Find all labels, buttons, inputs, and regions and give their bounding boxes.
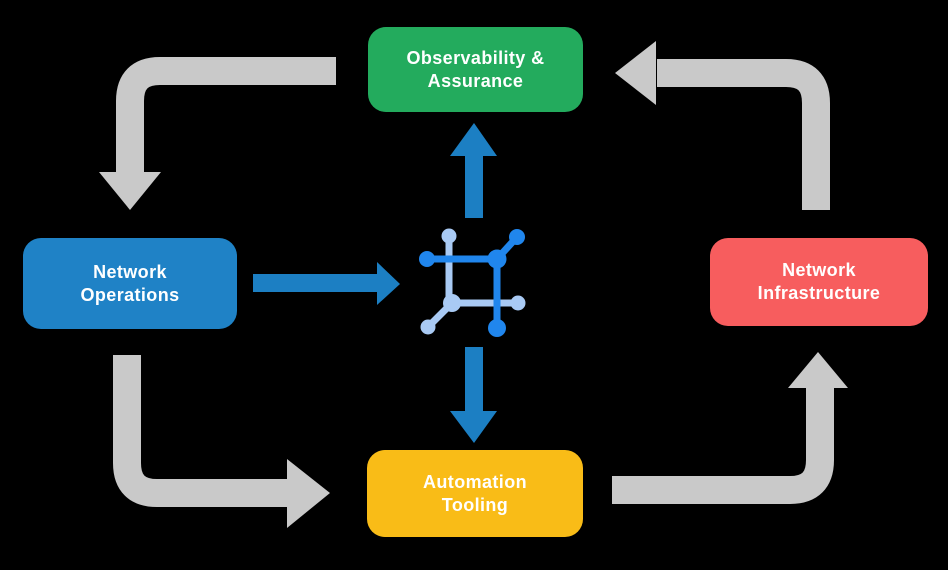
node-label-line: Infrastructure	[757, 283, 881, 303]
arrow-center-to-observability	[450, 123, 497, 218]
node-network-operations: Network Operations	[23, 238, 237, 329]
node-label-line: Tooling	[441, 494, 509, 515]
arrowhead-up-icon	[788, 352, 848, 388]
blue-arrows	[253, 123, 497, 443]
node-label-line: Observability &	[406, 47, 545, 68]
node-label-line: Network	[782, 260, 856, 280]
arrowhead-right-icon	[377, 262, 400, 305]
icon-light-fill	[420, 228, 526, 335]
cycle-arrows-fill	[99, 41, 848, 528]
node-label-line: Network	[93, 261, 167, 282]
node-label-line: Assurance	[427, 70, 524, 91]
arrow-infrastructure-to-observability	[615, 41, 830, 210]
arrowhead-left-icon	[615, 41, 656, 105]
node-label-line: Automation	[423, 471, 527, 492]
node-network-infrastructure: Network Infrastructure	[710, 238, 928, 326]
icon-light-part	[420, 228, 526, 335]
arrow-operations-to-center	[253, 262, 400, 305]
arrowhead-up-icon	[450, 123, 497, 156]
node-automation-tooling: Automation Tooling	[367, 450, 583, 537]
arrowhead-down-icon	[99, 172, 161, 210]
node-label-line: Operations	[80, 284, 180, 305]
icon-dark-part	[419, 229, 525, 337]
node-observability-assurance: Observability & Assurance	[368, 27, 583, 112]
arrowhead-down-icon	[450, 411, 497, 443]
arrow-observability-to-operations	[99, 57, 336, 210]
icon-dark-fill	[419, 229, 525, 337]
gray-cycle-arrows	[99, 41, 848, 528]
arrow-operations-to-automation	[113, 355, 330, 528]
arrow-center-to-automation	[450, 347, 497, 443]
arrow-automation-to-infrastructure	[612, 352, 848, 504]
network-fabric-icon	[419, 228, 526, 337]
arrowhead-right-icon	[287, 459, 330, 528]
